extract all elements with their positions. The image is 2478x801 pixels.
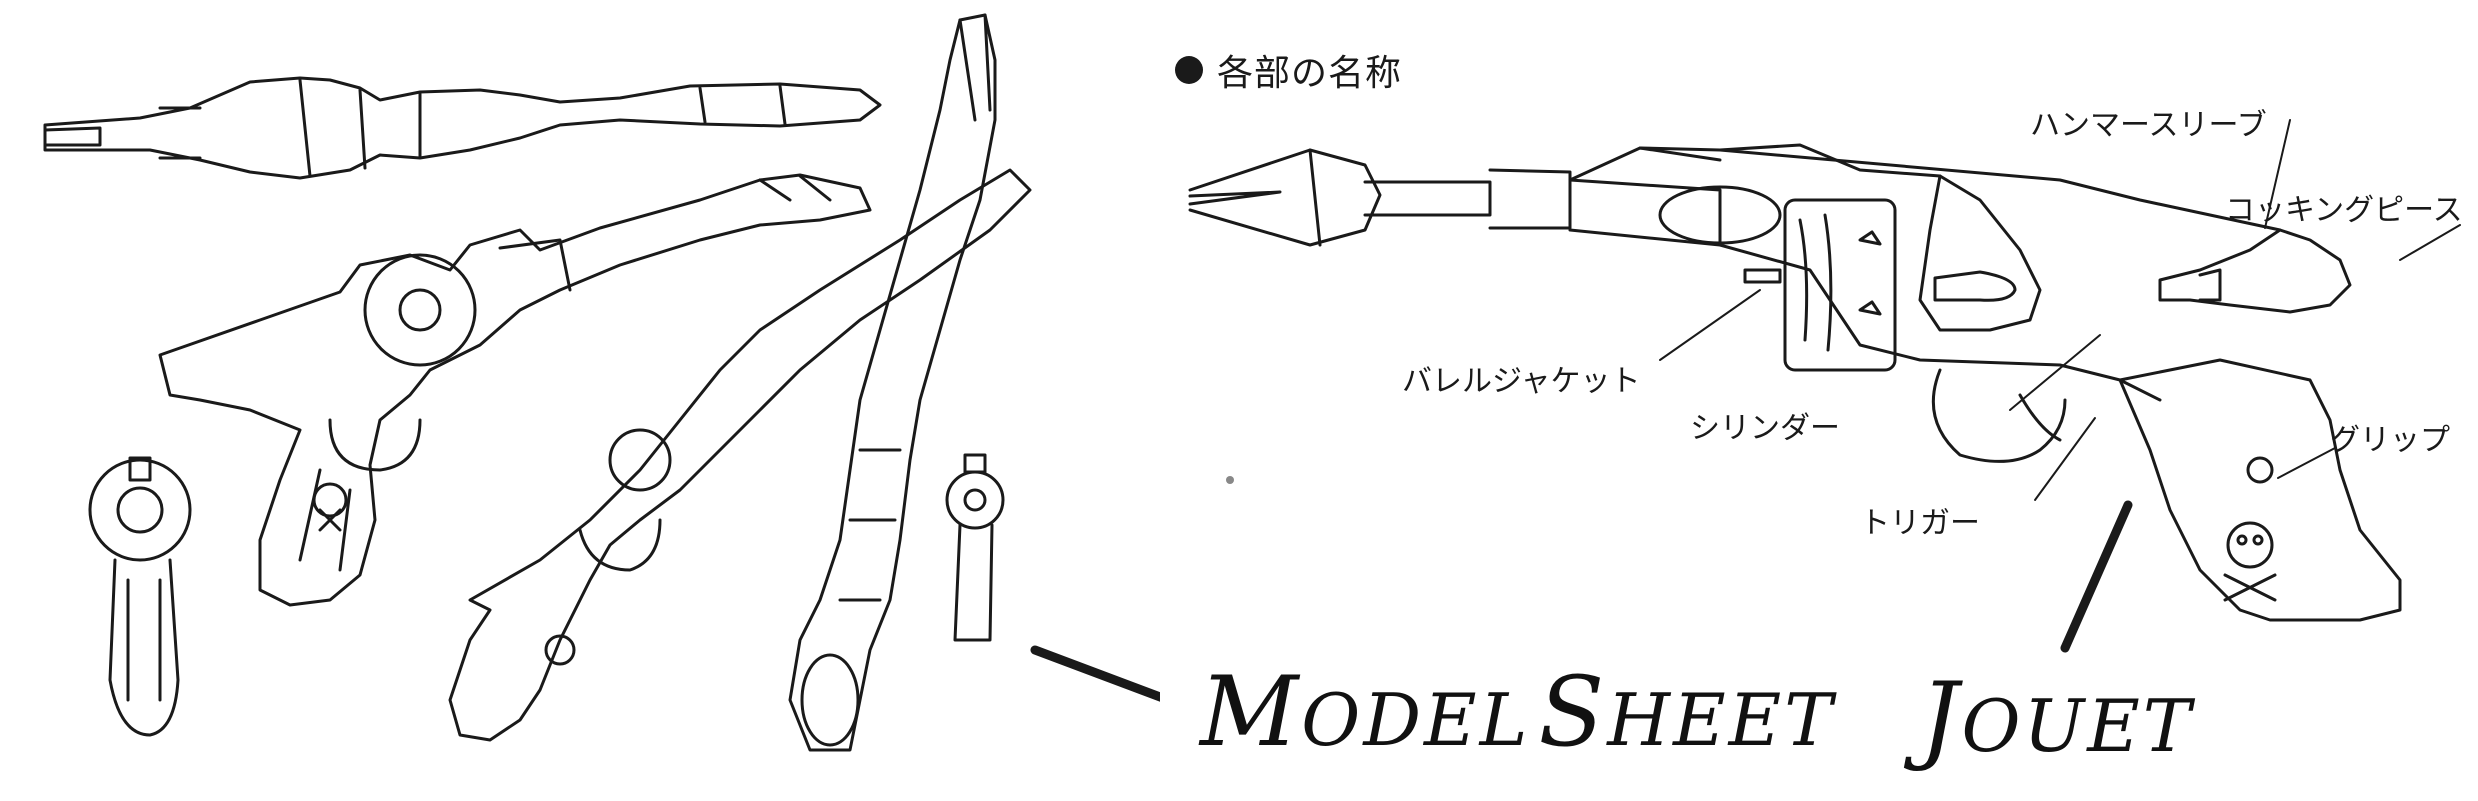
section-heading-text: 各部の名称 — [1217, 53, 1403, 94]
model-sheet-pointer-line — [1030, 645, 1160, 702]
jouet-gun-drawing — [1188, 143, 2402, 622]
model-sheet-small-side-view — [945, 453, 1005, 642]
leader-trigger — [2034, 417, 2096, 501]
caption-model-sheet: MODEL SHEET — [1200, 656, 1836, 768]
model-sheet-vertical-gun — [788, 13, 997, 752]
bullet-icon — [1175, 56, 1203, 84]
jouet-pointer-line — [2060, 500, 2133, 653]
leader-barrel-jacket — [1659, 289, 1761, 361]
leader-cocking-piece — [2399, 224, 2461, 261]
label-grip: グリップ — [2330, 423, 2450, 458]
leader-hammer-sleeve — [2264, 119, 2291, 229]
model-sheet-rear-view — [88, 456, 192, 737]
model-sheet-lower-gun — [448, 168, 1032, 742]
label-cocking-piece: コッキングピース — [2225, 193, 2463, 228]
caption-jouet: JOUET — [1920, 662, 2194, 774]
model-sheet-angled-gun — [158, 173, 872, 607]
model-sheet-drawings — [43, 13, 1160, 752]
model-sheet-top-view-gun — [43, 76, 882, 180]
label-trigger: トリガー — [1860, 506, 1980, 541]
label-barrel-jacket: バレルジャケット — [1402, 364, 1641, 399]
label-hammer-sleeve: ハンマースリーブ — [2030, 108, 2267, 143]
label-cylinder: シリンダー — [1690, 411, 1840, 446]
leader-cylinder — [2009, 334, 2101, 411]
jouet-diagram — [1188, 119, 2461, 653]
section-heading: 各部の名称 — [1175, 44, 1402, 96]
leader-grip — [2277, 447, 2336, 479]
